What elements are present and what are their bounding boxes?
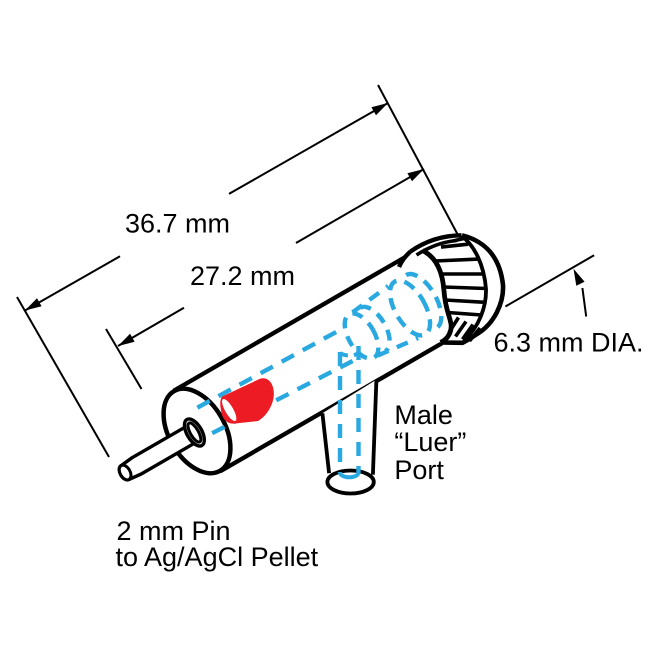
svg-text:Port: Port	[394, 455, 444, 485]
svg-text:Male: Male	[394, 400, 453, 430]
svg-text:2 mm Pin: 2 mm Pin	[117, 516, 231, 546]
svg-text:6.3 mm DIA.: 6.3 mm DIA.	[494, 328, 644, 358]
svg-text:27.2 mm: 27.2 mm	[190, 261, 295, 291]
svg-text:“Luer”: “Luer”	[394, 427, 466, 457]
svg-text:to Ag/AgCl Pellet: to Ag/AgCl Pellet	[116, 542, 319, 572]
svg-text:36.7 mm: 36.7 mm	[125, 209, 230, 239]
